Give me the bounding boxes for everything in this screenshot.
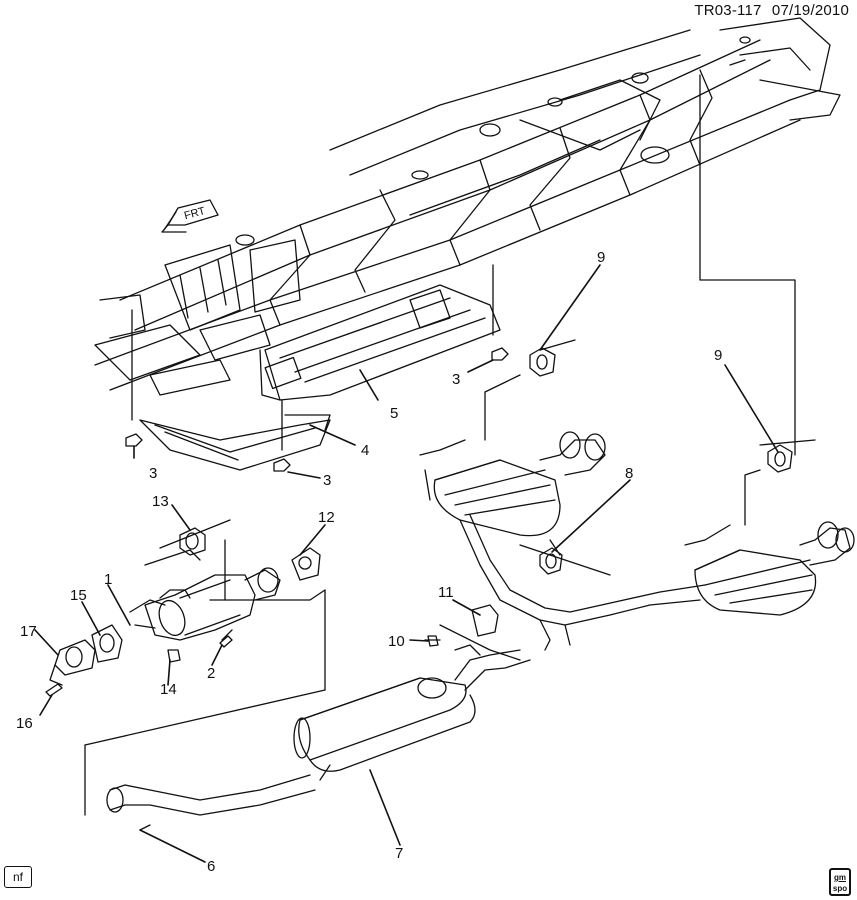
diagram-header: TR03-117 07/19/2010 <box>694 2 849 19</box>
callout-12: 12 <box>318 509 335 526</box>
bolt-2 <box>219 629 233 648</box>
callout-9b: 9 <box>714 347 722 364</box>
callout-5: 5 <box>390 405 398 422</box>
hanger-insulator-right <box>767 444 793 473</box>
flange-pipe <box>49 639 96 686</box>
callout-9a: 9 <box>597 249 605 266</box>
callout-10: 10 <box>388 633 405 650</box>
frt-label: FRT <box>183 205 207 222</box>
callout-7: 7 <box>395 845 403 862</box>
intermediate-pipe-with-resonator <box>106 644 531 816</box>
callout-2: 2 <box>207 665 215 682</box>
callout-4: 4 <box>361 442 369 459</box>
nf-tag: nf <box>4 866 32 888</box>
hanger-leader-lines <box>139 339 816 831</box>
nut-14 <box>167 649 181 663</box>
hanger-insulator-mid <box>539 547 563 575</box>
callout-1: 1 <box>104 571 112 588</box>
callout-6: 6 <box>207 858 215 875</box>
callout-11: 11 <box>438 584 454 601</box>
bolt-16 <box>45 683 63 697</box>
callout-3c: 3 <box>323 472 331 489</box>
muffler-right <box>684 521 855 616</box>
exhaust-bracket <box>439 604 521 661</box>
callout-16: 16 <box>16 715 33 732</box>
callout-13: 13 <box>152 493 169 510</box>
callout-labels: 1 2 3 3 3 4 5 6 7 8 9 9 10 11 12 13 14 1… <box>16 205 722 875</box>
hanger-insulator-front <box>179 527 206 556</box>
gm-spo-logo: gm spo <box>829 868 851 896</box>
callout-3b: 3 <box>149 465 157 482</box>
muffler-left <box>419 431 606 537</box>
callout-3a: 3 <box>452 371 460 388</box>
nut-group <box>125 347 509 472</box>
heat-shield-upper <box>259 284 501 401</box>
bolt-10 <box>424 635 441 647</box>
catalytic-converter <box>129 549 281 641</box>
gasket-rear <box>291 547 321 581</box>
diagram-date: 07/19/2010 <box>771 2 849 19</box>
heat-shield-lower <box>139 414 331 471</box>
front-direction-arrow <box>161 199 219 233</box>
converter-leader-lines <box>84 519 326 816</box>
stud-leader-lines <box>131 59 796 456</box>
logo-line-2: spo <box>832 884 848 893</box>
callout-15: 15 <box>70 587 87 604</box>
callout-leaders <box>34 264 779 863</box>
callout-14: 14 <box>160 681 177 698</box>
rear-y-pipe <box>459 514 706 651</box>
diagram-code: TR03-117 <box>694 2 762 19</box>
callout-8: 8 <box>625 465 633 482</box>
callout-17: 17 <box>20 623 37 640</box>
logo-line-1: gm <box>834 873 846 882</box>
gasket-front <box>91 624 123 663</box>
vehicle-underbody-frame <box>94 17 841 396</box>
hanger-insulator-left <box>529 347 556 377</box>
